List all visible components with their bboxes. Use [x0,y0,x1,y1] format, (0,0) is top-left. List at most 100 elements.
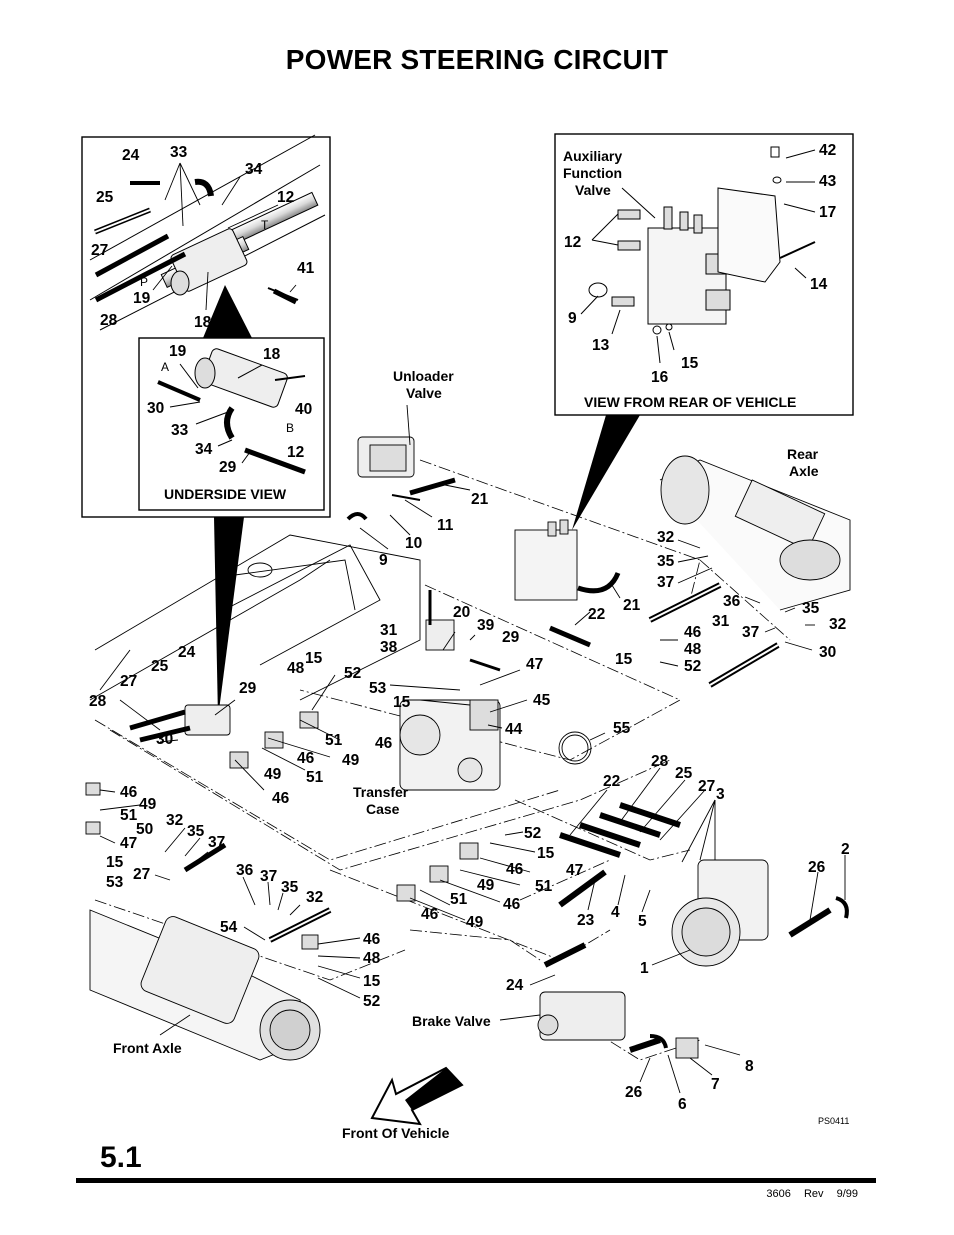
callout: 14 [810,276,828,293]
callout: 35 [802,600,820,617]
callout: 46 [120,784,138,801]
callout: 5 [638,913,647,930]
top-left-inset-leaders [152,162,297,311]
top-left-wedge [214,517,244,718]
callout: 34 [195,441,213,458]
aux-valve-label-1: Auxiliary [563,148,622,164]
callout: 15 [363,973,381,990]
unloader-area-callouts: 21 11 10 9 [379,491,489,569]
callout: 27 [698,778,715,795]
callout: 6 [678,1096,687,1113]
callout: 30 [147,400,164,417]
callout: 33 [171,422,189,439]
unloader-valve-label-1: Unloader [393,368,454,384]
callout: 46 [503,896,521,913]
front-axle-label: Front Axle [113,1040,182,1056]
callout: 51 [325,732,343,749]
callout: 16 [651,369,669,386]
callout: 54 [220,919,238,936]
callout: 37 [742,624,759,641]
callout: 49 [477,877,495,894]
rear-axle-label-1: Rear [787,446,819,462]
callout: 52 [344,665,361,682]
callout: 51 [120,807,138,824]
aux-valve-label-2: Function [563,165,622,181]
callout: 21 [471,491,489,508]
callout: 32 [306,889,323,906]
callout: 3 [716,786,725,803]
callout: 53 [106,874,124,891]
callout: 18 [263,346,281,363]
footer: 3606 Rev 9/99 [756,1188,858,1200]
callout: 18 [194,314,212,331]
callout: 28 [651,753,669,770]
callout: 29 [502,629,520,646]
callout: 24 [506,977,524,994]
callout: 50 [136,821,153,838]
callout: 15 [106,854,124,871]
front-of-vehicle-label: Front Of Vehicle [342,1125,450,1141]
callout: 51 [306,769,324,786]
callout: 9 [568,310,577,327]
callout: 55 [613,720,631,737]
callout: 29 [219,459,237,476]
callout: 24 [122,147,140,164]
callout: 37 [260,868,277,885]
callout: 45 [533,692,551,709]
callout: 7 [711,1076,720,1093]
callout: 52 [684,658,701,675]
callout: 15 [393,694,411,711]
callout: 46 [684,624,702,641]
lower-center-callouts: 52 15 46 47 51 49 46 51 46 49 28 25 27 3… [421,753,850,1113]
callout: 13 [592,337,610,354]
front-of-vehicle-arrow-shade [405,1068,462,1110]
main-drawing-linework [85,436,851,1061]
port-letter-b: B [286,421,294,435]
callout: 32 [657,529,674,546]
callout: 46 [297,750,315,767]
callout: 25 [675,765,693,782]
brake-valve-label: Brake Valve [412,1013,491,1029]
callout: 46 [421,906,439,923]
aux-valve-label-3: Valve [575,182,611,198]
callout: 15 [681,355,699,372]
callout: 20 [453,604,470,621]
port-letter-p: P [140,275,148,289]
callout: 48 [363,950,381,967]
callout: 42 [819,142,836,159]
callout: 25 [96,189,114,206]
top-right-wedge [572,415,640,530]
callout: 17 [819,204,836,221]
underside-inset-callouts: 19 18 30 40 33 34 12 29 [147,343,312,476]
callout: 15 [537,845,555,862]
port-letter-a: A [161,360,169,374]
callout: 32 [166,812,183,829]
callout: 41 [297,260,315,277]
callout: 46 [363,931,381,948]
callout: 1 [640,960,649,977]
callout: 47 [120,835,137,852]
callout: 49 [466,914,484,931]
callout: 15 [305,650,323,667]
callout: 34 [245,161,263,178]
transfer-case-label-2: Case [366,801,400,817]
transfer-case-label-1: Transfer [353,784,409,800]
callout: 37 [208,834,225,851]
callout: 48 [287,660,305,677]
callout: 35 [187,823,205,840]
callout: 44 [505,721,523,738]
top-right-inset-callouts: 42 43 17 12 14 9 13 15 16 [564,142,837,386]
callout: 19 [133,290,151,307]
rear-axle-label-2: Axle [789,463,819,479]
port-letter-t: T [261,218,269,232]
callout: 28 [100,312,118,329]
left-low-callouts: 46 49 51 50 47 15 53 32 35 37 27 36 37 3… [106,784,381,1010]
callout: 29 [239,680,257,697]
callout: 12 [277,189,294,206]
callout: 48 [684,641,702,658]
callout: 8 [745,1058,754,1075]
callout: 27 [133,866,150,883]
callout: 49 [139,796,157,813]
callout: 51 [450,891,468,908]
